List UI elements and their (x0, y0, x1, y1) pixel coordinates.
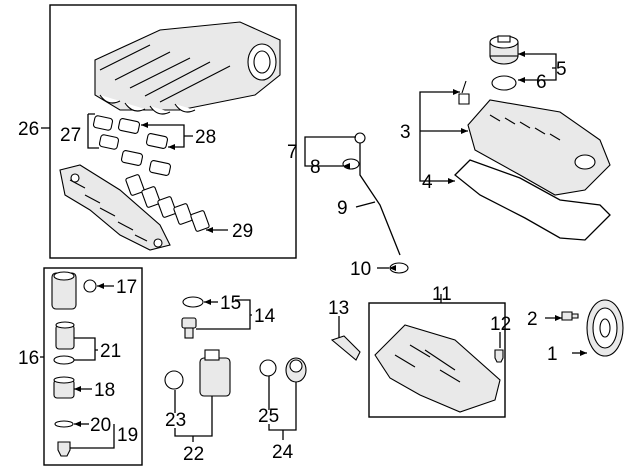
callout-6: 6 (536, 72, 547, 93)
oil-filter-seal[interactable] (53, 355, 75, 365)
callout-1: 1 (547, 344, 558, 365)
intake-gasket-set[interactable] (92, 115, 172, 176)
callout-4: 4 (422, 172, 433, 193)
callout-28: 28 (195, 127, 216, 148)
callout-18: 18 (94, 380, 115, 401)
oil-pressure-sensor[interactable] (181, 317, 197, 339)
runner-gasket-set[interactable] (125, 174, 210, 232)
oil-seal-housing[interactable] (285, 357, 307, 383)
callout-24: 24 (272, 442, 294, 463)
callout-7: 7 (287, 142, 298, 163)
callout-29: 29 (232, 221, 253, 242)
callout-3: 3 (400, 122, 411, 143)
callout-2: 2 (527, 309, 538, 330)
oil-filter-housing[interactable] (51, 271, 77, 310)
oil-filter-element[interactable] (55, 321, 75, 350)
intake-manifold-group-frame (49, 4, 297, 259)
callout-23: 23 (165, 410, 186, 431)
lower-intake-manifold[interactable] (59, 164, 171, 251)
callout-27: 27 (60, 125, 81, 146)
callout-9: 9 (337, 198, 348, 219)
dipstick-o-ring[interactable] (342, 158, 360, 170)
callout-20: 20 (90, 415, 111, 436)
oil-pan-drain-plug[interactable] (494, 349, 504, 363)
callout-22: 22 (183, 444, 204, 465)
oil-filter-group-frame (43, 267, 143, 466)
oil-cooler-seal[interactable] (164, 370, 184, 390)
callout-17: 17 (116, 277, 137, 298)
pcv-valve[interactable] (458, 80, 470, 105)
callout-12: 12 (490, 314, 511, 335)
oil-pressure-seal[interactable] (182, 296, 204, 308)
oil-drain-plug[interactable] (57, 441, 71, 457)
rtv-sealant-tube[interactable] (330, 335, 361, 361)
callout-11: 11 (432, 284, 452, 305)
arrowheads (74, 51, 587, 427)
callout-19: 19 (117, 425, 138, 446)
callout-14: 14 (254, 306, 276, 327)
callout-16: 16 (18, 348, 39, 369)
crankshaft-pulley-bolt[interactable] (561, 311, 579, 321)
callout-10: 10 (350, 259, 371, 280)
valve-cover-gasket[interactable] (454, 159, 611, 241)
dipstick-handle[interactable] (354, 132, 366, 144)
oil-cooler[interactable] (199, 349, 231, 397)
callout-15: 15 (220, 293, 241, 314)
callout-13: 13 (328, 298, 349, 319)
crankshaft-pulley[interactable] (586, 299, 624, 357)
oil-cap-seal[interactable] (491, 75, 517, 91)
oil-pan[interactable] (374, 324, 501, 413)
oil-filter-cap-o-ring[interactable] (54, 420, 74, 428)
oil-dipstick-tube[interactable] (359, 140, 401, 256)
oil-filler-cap[interactable] (489, 35, 519, 65)
callout-21: 21 (100, 341, 121, 362)
callout-8: 8 (310, 157, 321, 178)
callout-26: 26 (18, 119, 39, 140)
callout-5: 5 (556, 59, 567, 80)
valve-cover[interactable] (467, 99, 611, 196)
callout-25: 25 (258, 406, 279, 427)
oil-filter-cap[interactable] (53, 376, 75, 399)
intake-manifold[interactable] (94, 21, 281, 115)
oil-seal[interactable] (259, 359, 277, 377)
oil-filter-housing-seal[interactable] (83, 279, 97, 293)
oil-pan-group-frame (368, 302, 506, 418)
